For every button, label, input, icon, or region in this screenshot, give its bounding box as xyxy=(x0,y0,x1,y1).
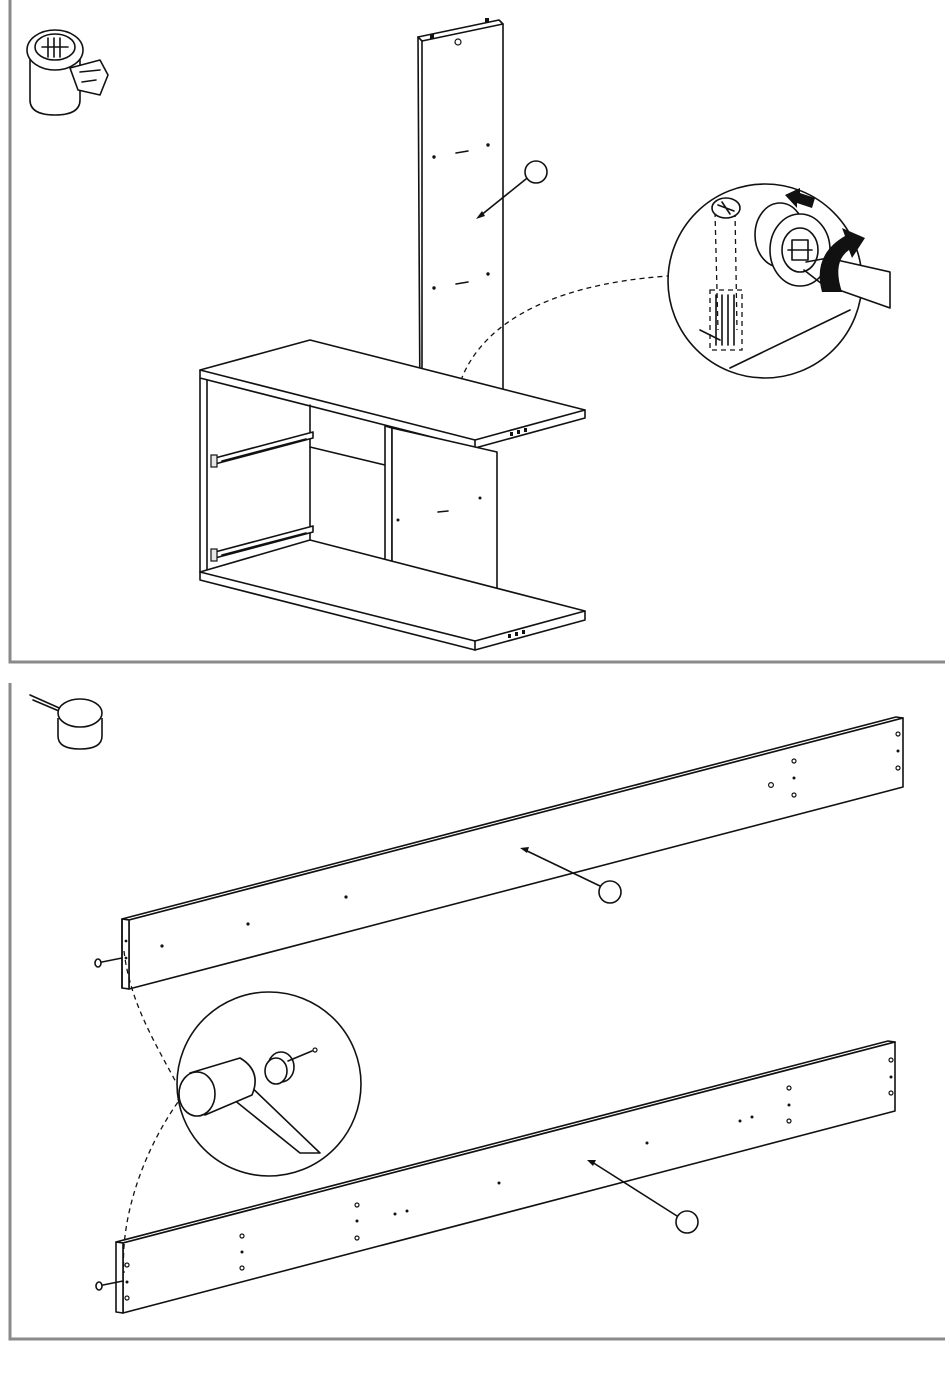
cam-lock-step-illustration xyxy=(0,0,950,665)
vertical-side-panel xyxy=(418,18,503,412)
cam-lock-fitting-icon xyxy=(27,30,108,115)
assembly-step-cam-lock xyxy=(0,0,950,665)
cabinet-body xyxy=(200,340,585,650)
nail-step-illustration xyxy=(0,683,950,1343)
upper-rail xyxy=(95,717,903,989)
nail-head-icon xyxy=(30,695,102,749)
screwdriver-tighten-cam-detail xyxy=(668,184,890,378)
assembly-step-nails xyxy=(0,683,950,1343)
hammer-nail-detail xyxy=(177,992,361,1176)
